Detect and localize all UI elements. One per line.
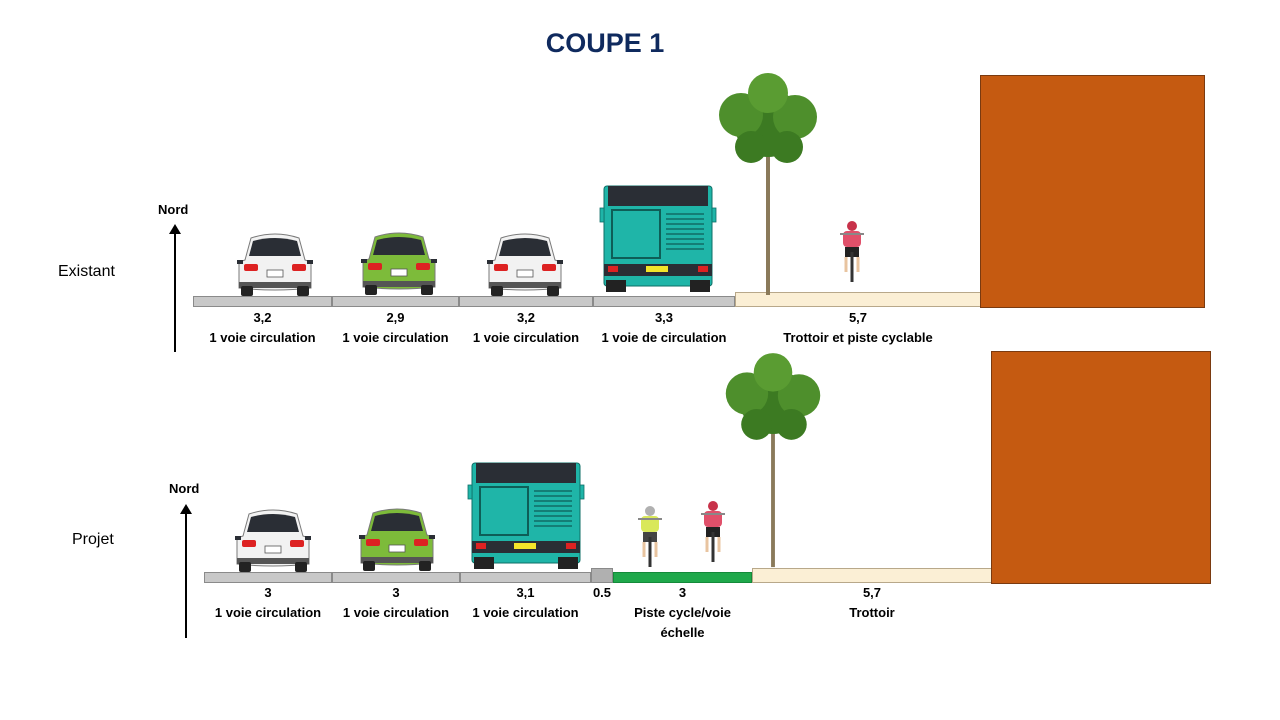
green-car-icon (360, 232, 438, 296)
cyclist-icon (838, 219, 866, 284)
white-car-icon (486, 233, 564, 297)
road-lane-2 (332, 296, 459, 307)
bus-icon (467, 462, 585, 570)
tree-icon (719, 73, 817, 295)
road-lane-1 (193, 296, 332, 307)
building-block (991, 351, 1211, 584)
north-label: Nord (158, 202, 189, 217)
row-label-projet: Projet (72, 531, 114, 548)
green-car-icon (358, 508, 436, 572)
north-arrow-icon (180, 504, 192, 638)
segment-label: 0.5 (592, 585, 612, 600)
north-arrow-icon (169, 224, 181, 352)
white-car-icon (236, 233, 314, 297)
white-car-icon (234, 509, 312, 573)
north-label: Nord (169, 481, 200, 496)
sidewalk (752, 568, 992, 583)
tree-icon (725, 353, 821, 568)
bike-lane (613, 572, 752, 583)
cyclist-icon (636, 504, 664, 569)
road-lane-1 (204, 572, 332, 583)
page-title: COUPE 1 (545, 28, 665, 58)
road-lane-2 (332, 572, 460, 583)
building-block (980, 75, 1205, 308)
road-lane-3 (459, 296, 593, 307)
road-lane-4 (593, 296, 735, 307)
bus-icon (599, 185, 717, 293)
road-lane-3 (460, 572, 591, 583)
separator-curb (591, 568, 613, 583)
row-label-existant: Existant (58, 263, 115, 280)
